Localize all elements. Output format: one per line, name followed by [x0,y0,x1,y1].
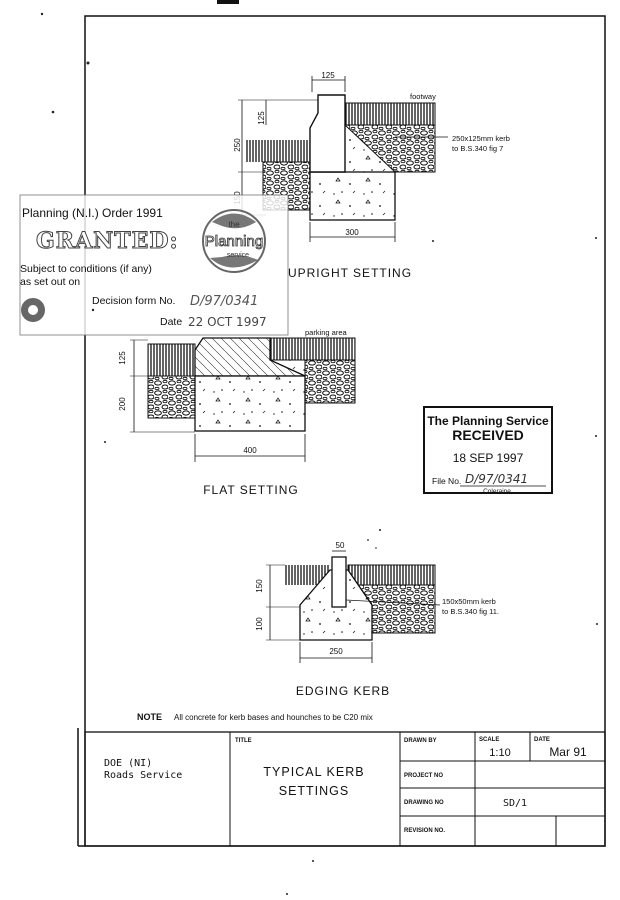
granted-date-value: 22 OCT 1997 [188,315,267,329]
client-name-line2: Roads Service [104,770,182,781]
granted-order: Planning (N.I.) Order 1991 [22,206,163,220]
upright-setting-title: UPRIGHT SETTING [288,266,412,280]
title-label: TITLE [235,738,252,744]
logo-planning: Planning [205,233,263,250]
logo-the: the [228,220,240,229]
received-line1: The Planning Service [427,414,549,428]
title-block: DOE (NI) Roads Service TITLE TYPICAL KER… [84,731,606,847]
edging-surface-right [347,564,436,586]
granted-decision-label: Decision form No. [92,295,175,307]
granted-stamp: Planning (N.I.) Order 1991 GRANTED: Subj… [19,194,289,336]
drawn-by-label: DRAWN BY [404,738,437,744]
edging-kerb-title: EDGING KERB [296,684,390,698]
flat-subbase-right [304,359,356,404]
edging-kerb-spec-1: 150x50mm kerb [442,597,496,606]
scan-specks [40,12,598,895]
edging-dim-250: 250 [329,647,343,656]
drawing-title-line1: TYPICAL KERB [263,765,364,779]
flat-subbase-left [147,375,196,419]
received-office: Coleraine [483,488,511,495]
edging-kerb-spec-2: to B.S.340 fig 11. [442,607,499,616]
nihe-seal-icon [21,298,45,322]
received-file-value: D/97/0341 [465,472,528,486]
granted-date-label: Date [160,316,182,328]
upright-concrete-base [309,171,396,221]
date-label: DATE [534,737,550,743]
flat-dim-125: 125 [118,351,127,365]
flat-parking-label: parking area [305,328,348,337]
edging-dim-150: 150 [255,579,264,593]
received-stamp-frame [423,406,553,494]
flat-setting-drawing: parking area 125 200 400 FLAT SETTING [118,328,356,497]
planning-service-logo-icon: the Planning service [202,209,266,273]
flat-setting-title: FLAT SETTING [203,483,299,497]
client-name-line1: DOE (NI) [104,758,152,769]
title-block-frame [84,731,606,847]
granted-word: GRANTED: [36,228,179,254]
received-date: 18 SEP 1997 [453,451,524,465]
revision-no-label: REVISION NO. [404,828,445,834]
edging-kerb [331,556,347,608]
upright-dim-300: 300 [345,228,359,237]
upright-dim-250: 250 [233,138,242,152]
upright-kerb-spec-1: 250x125mm kerb [452,134,510,143]
granted-decision-number: D/97/0341 [190,294,258,309]
edging-dim-50: 50 [336,541,345,550]
note-text: All concrete for kerb bases and hounches… [174,713,373,722]
date-value: Mar 91 [549,745,587,759]
upright-carriageway-surface [245,140,310,162]
note-label: NOTE [137,712,162,722]
edging-kerb-leader [345,599,441,606]
logo-service: service [227,252,249,259]
scale-value: 1:10 [489,747,510,759]
upright-dim-top: 125 [321,71,335,80]
upright-footway-surface [344,102,436,126]
received-stamp: The Planning Service RECEIVED 18 SEP 199… [423,406,553,495]
project-no-label: PROJECT NO [404,773,443,779]
flat-dim-400: 400 [243,446,257,455]
upright-kerb-spec-2: to B.S.340 fig 7 [452,144,503,153]
edging-surface-left [285,565,330,585]
flat-concrete-base [194,375,306,432]
edging-kerb-drawing: 50 150 100 250 150x50mm kerb to B.S.340 … [255,541,499,698]
upright-dim-125: 125 [257,111,266,125]
scale-label: SCALE [479,737,499,743]
edging-dim-100: 100 [255,617,264,631]
upright-footway-label: footway [410,92,436,101]
flat-dim-200: 200 [118,397,127,411]
granted-subject-2: as set out on [20,276,80,288]
drawing-no-value: SD/1 [503,798,527,809]
flat-surface-right [269,337,356,361]
received-line2: RECEIVED [452,427,524,443]
flat-surface-left [147,343,196,377]
top-edge-mark [217,0,239,4]
upright-kerb [309,94,346,173]
upright-setting-drawing: 125 250 125 150 300 footway 250x125mm ke… [233,71,510,280]
granted-subject-1: Subject to conditions (if any) [20,263,152,275]
drawing-no-label: DRAWING NO [404,800,444,806]
drawing-title-line2: SETTINGS [279,784,350,798]
received-file-label: File No. [432,476,461,486]
